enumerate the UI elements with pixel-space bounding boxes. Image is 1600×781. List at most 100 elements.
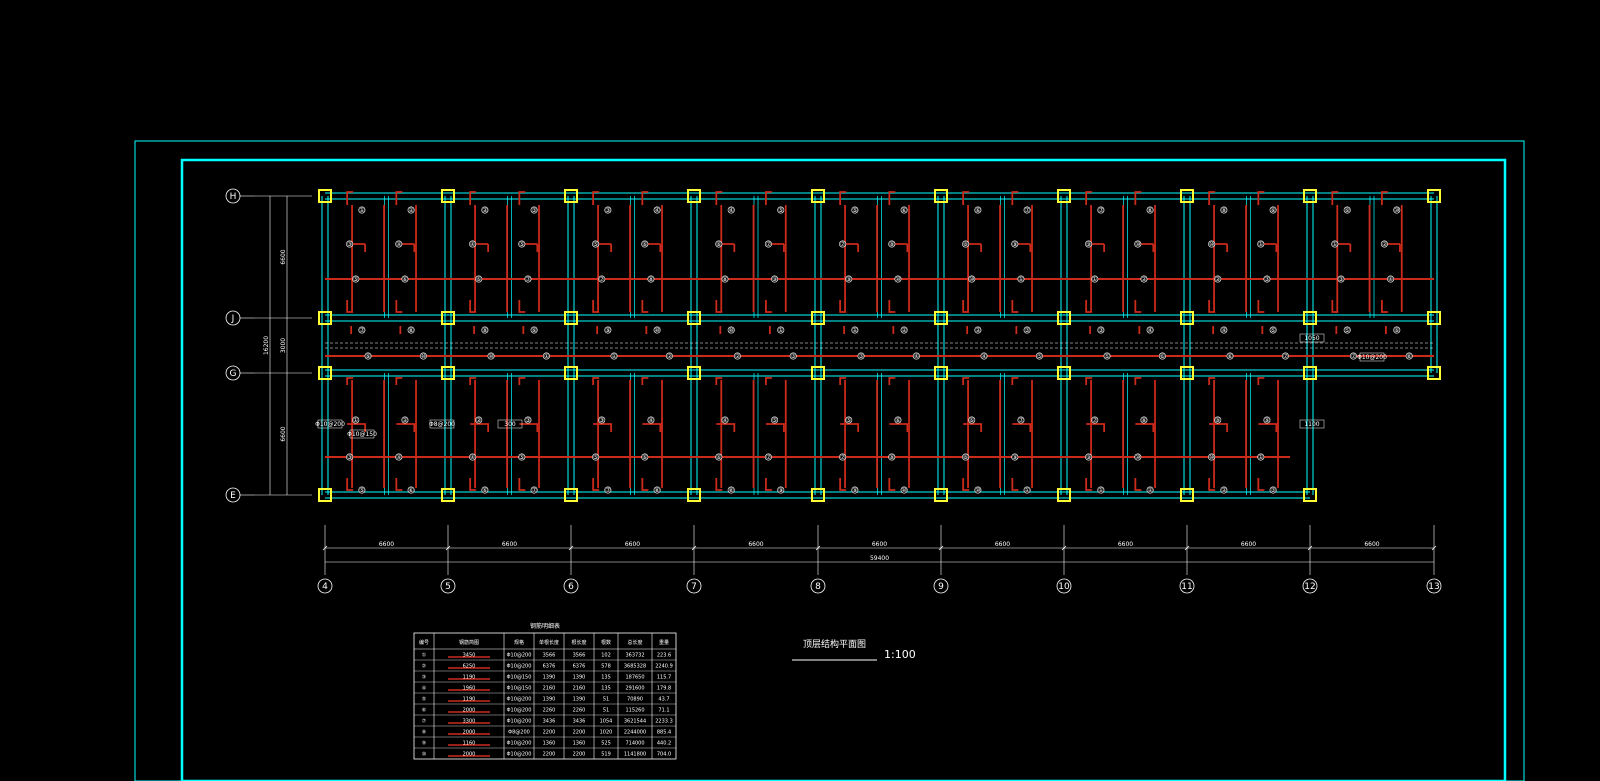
bay-span-label: 6600 (1364, 541, 1379, 548)
table-cell: ② (422, 664, 427, 670)
rebar-mark-label: ② (1382, 241, 1388, 248)
rebar-mark-label: ⑨ (605, 327, 610, 334)
rebar-hook (1085, 478, 1093, 491)
total-span-label: 59400 (870, 555, 889, 562)
table-cell: ⑧ (422, 730, 427, 736)
table-cell: ⑤ (422, 697, 426, 703)
rebar-mark-label: ⑥ (969, 417, 974, 424)
rebar-mark (1023, 206, 1031, 214)
rebar-hook (1134, 300, 1142, 313)
table-cell: 115.7 (657, 675, 671, 681)
axis-bubble (563, 578, 579, 594)
rebar-hook (715, 478, 723, 491)
rebar-hook (888, 478, 896, 491)
axis-bubble-label: J (231, 314, 235, 324)
rebar-mark (1263, 416, 1271, 424)
table-header-cell: 编号 (419, 639, 429, 646)
rebar-mark (1269, 206, 1277, 214)
rebar-mark (1331, 240, 1339, 248)
table-cell: ⑩ (422, 752, 427, 758)
rebar-mark (968, 275, 976, 283)
rebar-mark-label: ① (852, 327, 857, 334)
table-cell: 1390 (573, 675, 586, 681)
rebar-mark (1269, 486, 1277, 494)
rebar-mark (839, 453, 847, 461)
note-box (349, 429, 375, 439)
rebar-mark-label: ⑥ (642, 454, 647, 461)
rebar-mark (518, 453, 526, 461)
rebar-mark-label: ⑧ (1147, 207, 1152, 214)
rebar-mark (764, 453, 772, 461)
rebar-mark-label: ② (667, 353, 673, 360)
rebar-mark (1097, 486, 1105, 494)
table-cell: 6376 (573, 664, 586, 670)
rebar-mark-label: ① (1332, 241, 1337, 248)
rebar-hook (1134, 478, 1142, 491)
rebar-mark-label: ① (611, 353, 616, 360)
rebar-mark (481, 206, 489, 214)
rebar-mark (1017, 275, 1025, 283)
rebar-mark (1146, 326, 1154, 334)
column (1057, 311, 1071, 325)
rebar-mark (419, 352, 427, 360)
dimension-tick (815, 545, 821, 551)
rebar-mark (358, 486, 366, 494)
inner-frame (180, 158, 1507, 781)
table-cell: 3621544 (624, 719, 646, 725)
bay-span-label: 6600 (625, 541, 640, 548)
table-cell: 3450 (463, 653, 476, 659)
rebar-mark-label: ④ (722, 417, 727, 424)
table-cell: 1360 (573, 741, 586, 747)
rebar-mark (1281, 352, 1289, 360)
column (564, 189, 578, 203)
rebar-mark (777, 326, 785, 334)
rebar-mark (1146, 206, 1154, 214)
table-cell: 2200 (573, 752, 586, 758)
rebar-mark (771, 275, 779, 283)
rebar-hook (1134, 191, 1142, 205)
table-cell: 525 (601, 741, 611, 747)
rebar-mark (481, 326, 489, 334)
column (441, 488, 455, 502)
rebar-hook (765, 377, 772, 385)
rebar-mark (395, 240, 403, 248)
rebar-mark (1343, 206, 1351, 214)
rebar-mark-label: ⑥ (1160, 353, 1165, 360)
rebar-mark-label: ⑨ (1012, 241, 1017, 248)
table-cell: Φ10@200 (507, 664, 532, 670)
rebar-mark (407, 486, 415, 494)
rebar-mark-label: ⑩ (969, 276, 974, 283)
rebar-hook (592, 478, 600, 491)
rebar-mark-label: ⑦ (840, 241, 846, 248)
rebar-hook (1208, 300, 1216, 313)
bay-span-label: 6600 (502, 541, 517, 548)
rebar-mark (1263, 275, 1271, 283)
rebar-hook (1085, 191, 1093, 205)
table-cell: 1390 (543, 675, 556, 681)
column (564, 311, 578, 325)
rebar-hook (592, 377, 600, 385)
column (1180, 488, 1194, 502)
rebar-hook (1209, 423, 1229, 432)
dimension-tick (691, 545, 697, 551)
dimension-tick (1061, 545, 1067, 551)
rebar-mark-label: ⑨ (852, 487, 857, 494)
rebar-mark (974, 486, 982, 494)
table-cell: ⑨ (422, 741, 426, 747)
table-cell: 187650 (625, 675, 644, 681)
column (564, 366, 578, 380)
table-cell: 2240.9 (655, 664, 673, 670)
rebar-mark (1214, 416, 1222, 424)
rebar-mark-label: ⑩ (1135, 241, 1140, 248)
axis-bubble (317, 578, 333, 594)
rebar-mark-label: ③ (525, 417, 530, 424)
rebar-mark-label: ⑤ (1037, 353, 1042, 360)
table-cell: 1390 (543, 697, 556, 703)
rebar-mark (857, 352, 865, 360)
rebar-mark-label: ① (544, 353, 549, 360)
rebar-mark-label: ⑥ (716, 241, 721, 248)
table-cell: ⑥ (422, 708, 427, 714)
note-text: Φ10@200 (315, 421, 345, 428)
rebar-mark-label: ② (482, 207, 488, 214)
table-cell: 223.6 (657, 653, 671, 659)
